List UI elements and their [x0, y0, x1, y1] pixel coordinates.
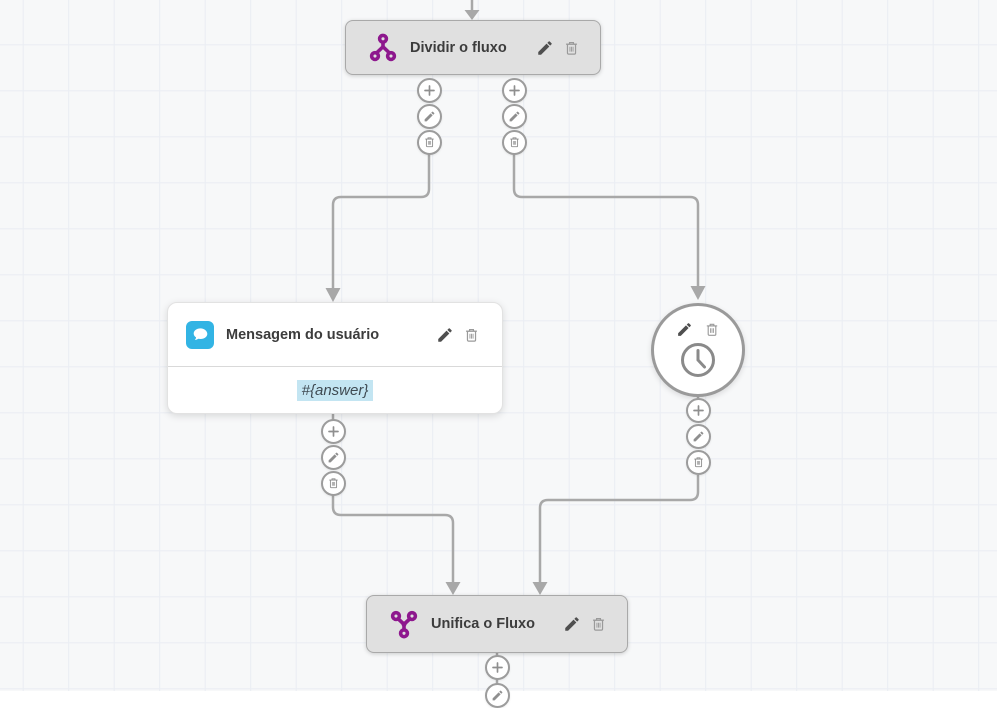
- delete-connection-button[interactable]: [416, 129, 442, 155]
- split-left-branch-buttons: [416, 77, 442, 155]
- add-step-button[interactable]: [484, 654, 510, 680]
- add-step-button[interactable]: [501, 77, 527, 103]
- merge-flow-icon: [390, 610, 418, 639]
- plus-icon: [507, 83, 522, 98]
- arrowhead-into-merge-left: [445, 582, 461, 595]
- connector-user-message-to-merge: [331, 495, 455, 583]
- trash-icon: [327, 476, 340, 490]
- edit-icon[interactable]: [563, 615, 581, 633]
- node-title: Dividir o fluxo: [410, 39, 507, 56]
- plus-icon: [422, 83, 437, 98]
- delete-icon[interactable]: [463, 326, 480, 344]
- delete-connection-button[interactable]: [685, 449, 711, 475]
- split-right-branch-buttons: [501, 77, 527, 155]
- edit-icon[interactable]: [536, 39, 554, 57]
- add-step-button[interactable]: [416, 77, 442, 103]
- plus-icon: [326, 424, 341, 439]
- edit-icon[interactable]: [436, 326, 454, 344]
- edit-connection-button[interactable]: [685, 423, 711, 449]
- edit-connection-button[interactable]: [320, 444, 346, 470]
- edit-connection-button[interactable]: [416, 103, 442, 129]
- connector-split-to-user-message: [331, 154, 431, 289]
- delete-icon[interactable]: [704, 321, 720, 338]
- arrowhead-into-wait-node: [690, 286, 706, 300]
- delete-icon[interactable]: [563, 39, 580, 57]
- wait-output-buttons: [685, 397, 711, 475]
- user-message-output-buttons: [320, 418, 346, 496]
- delete-connection-button[interactable]: [320, 470, 346, 496]
- node-merge-flow[interactable]: Unifica o Fluxo: [366, 595, 628, 653]
- trash-icon: [692, 455, 705, 469]
- connector-wait-to-merge: [538, 475, 700, 583]
- trash-icon: [423, 135, 436, 149]
- node-title: Mensagem do usuário: [226, 326, 380, 343]
- trash-icon: [508, 135, 521, 149]
- add-step-button[interactable]: [685, 397, 711, 423]
- plus-icon: [490, 660, 505, 675]
- node-title: Unifica o Fluxo: [431, 616, 535, 632]
- edit-icon[interactable]: [676, 321, 693, 338]
- delete-connection-button[interactable]: [501, 129, 527, 155]
- connector-split-to-wait: [512, 154, 700, 287]
- arrowhead-into-merge-right: [532, 582, 548, 595]
- delete-icon[interactable]: [590, 615, 607, 633]
- pencil-icon: [423, 110, 436, 123]
- variable-chip: #{answer}: [296, 379, 374, 401]
- pencil-icon: [508, 110, 521, 123]
- edit-connection-button[interactable]: [484, 683, 510, 708]
- edit-connection-button[interactable]: [501, 103, 527, 129]
- clock-icon: [681, 343, 715, 377]
- plus-icon: [691, 403, 706, 418]
- pencil-icon: [692, 430, 705, 443]
- node-wait-timer[interactable]: [651, 303, 745, 397]
- node-split-flow[interactable]: Dividir o fluxo: [345, 20, 601, 75]
- arrowhead-into-split-node: [464, 10, 480, 20]
- chat-bubble-icon: [186, 320, 214, 349]
- add-step-button[interactable]: [320, 418, 346, 444]
- pencil-icon: [327, 451, 340, 464]
- split-flow-icon: [369, 33, 397, 61]
- node-user-message[interactable]: Mensagem do usuário #{answer}: [167, 302, 503, 414]
- arrowhead-into-user-message-node: [325, 288, 341, 302]
